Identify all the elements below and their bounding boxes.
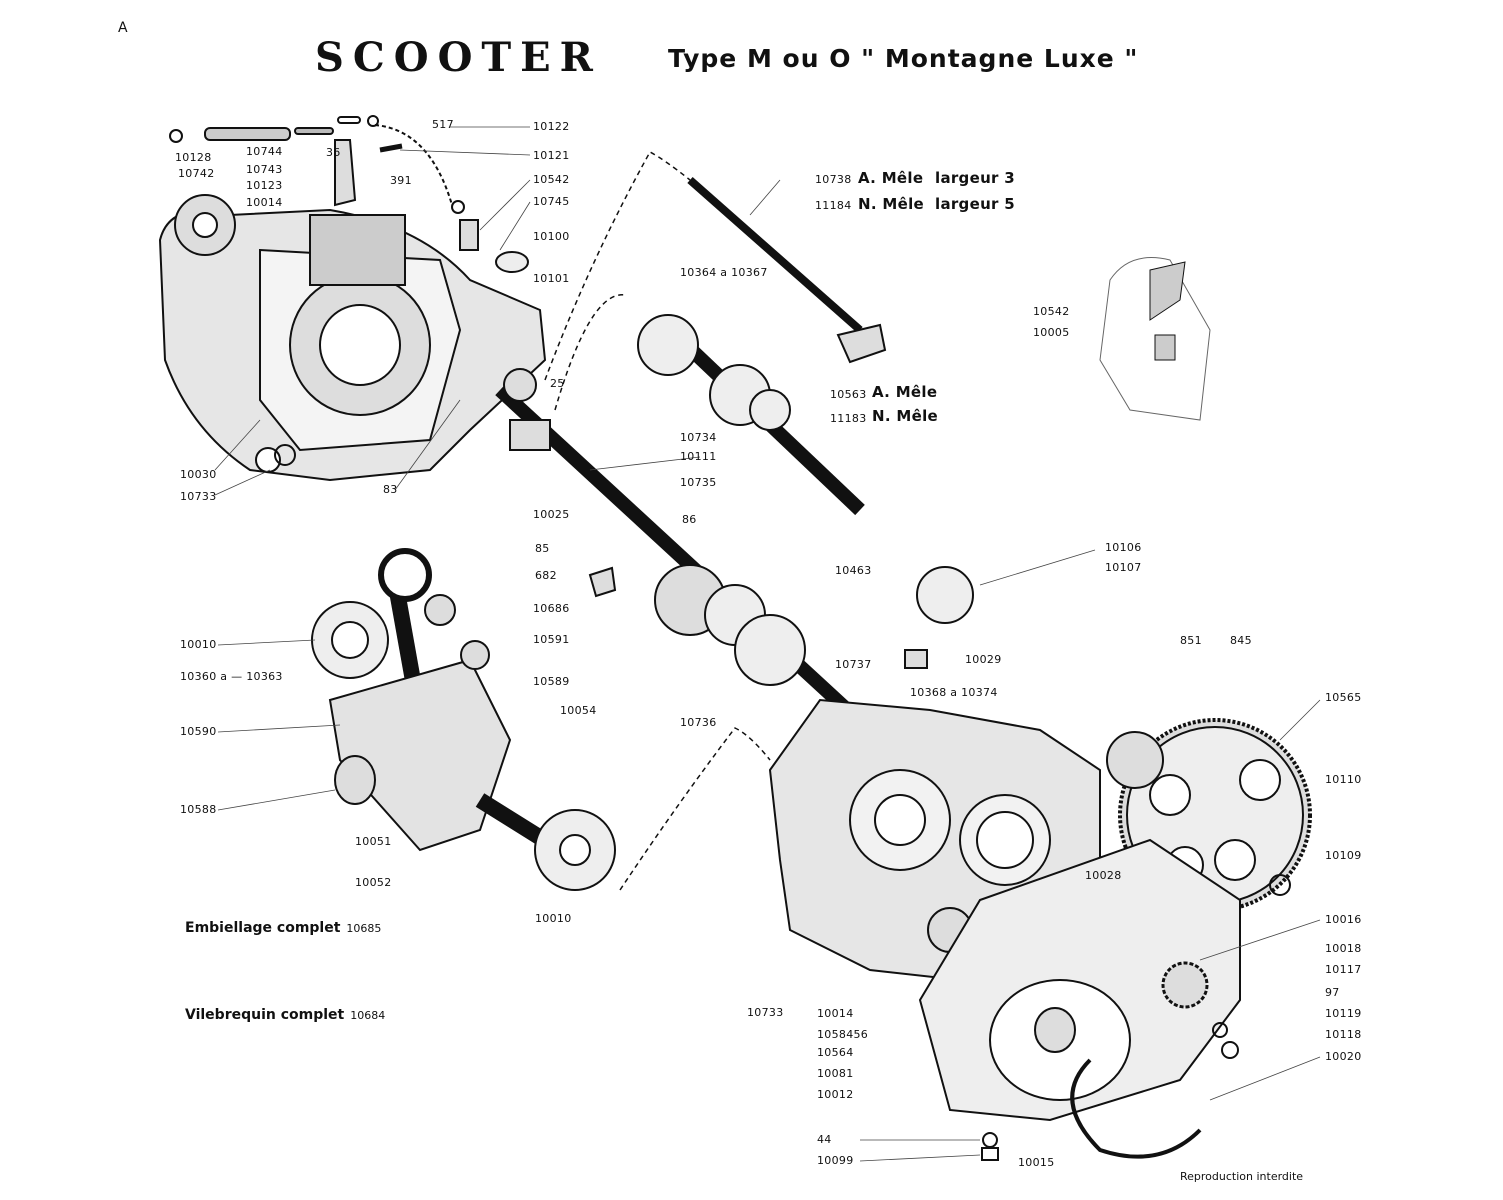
variant-width: largeur 3 [935,169,1016,187]
part-number-label: 10591 [533,633,570,646]
part-number-label: 10106 [1105,541,1142,554]
part-number-label: 86 [682,513,697,526]
part-number-label: 10735 [680,476,717,489]
left-crankcase-half [158,194,547,482]
part-number-label: 10743 [246,163,283,176]
part-number-label: 10012 [817,1088,854,1101]
part-number-label: 10122 [533,120,570,133]
part-number-label: 10589 [533,675,570,688]
caption-ref: 10684 [350,1009,386,1022]
detail-inset [1099,257,1211,421]
part-number-label: 10051 [355,835,392,848]
part-number-label: 10030 [180,468,217,481]
part-number-label: 10738 [815,173,852,186]
part-number-label: 10054 [560,704,597,717]
part-number-label: 845 [1230,634,1252,647]
part-number-label: 10564 [817,1046,854,1059]
part-number-label: 10010 [535,912,572,925]
part-number-label: 10111 [680,450,717,463]
part-number-label: 11183 [830,412,867,425]
part-number-label: 10100 [533,230,570,243]
variant-label: N. Mêle [858,195,924,213]
page-marker: A [118,20,128,36]
part-number-label: 10110 [1325,773,1362,786]
part-number-label: 10081 [817,1067,854,1080]
part-number-label: 682 [535,569,557,582]
part-number-label: 10463 [835,564,872,577]
variant-label: A. Mêle [872,383,938,401]
part-number-label: 10745 [533,195,570,208]
part-number-label: 10025 [533,508,570,521]
part-number-label: 10121 [533,149,570,162]
part-number-label: 10016 [1325,913,1362,926]
part-number-label: 10029 [965,653,1002,666]
part-number-label: 10733 [747,1006,784,1019]
part-number-label: 10005 [1033,326,1070,339]
part-number-label: 85 [535,542,550,555]
part-number-label: 10118 [1325,1028,1362,1041]
part-number-label: 10028 [1085,869,1122,882]
variant-width: largeur 5 [935,195,1016,213]
part-number-label: 10734 [680,431,717,444]
variant-label: N. Mêle [872,407,938,425]
part-number-label: 10101 [533,272,570,285]
part-number-label: 10588 [180,803,217,816]
part-number-label: 10014 [817,1007,854,1020]
part-number-label: 391 [390,174,412,187]
part-number-label: 83 [383,483,398,496]
kickstart-shaft [687,177,887,364]
leader-lines [214,126,1321,1162]
right-crankcase-half [768,698,1101,982]
part-number-label: 10015 [1018,1156,1055,1169]
page-subtitle: Type M ou O " Montagne Luxe " [668,44,1139,73]
part-number-label: 10128 [175,151,212,164]
part-number-label: 10737 [835,658,872,671]
part-number-label: 10364 a 10367 [680,266,768,279]
part-number-label: 25 [550,377,565,390]
part-number-label: 36 [326,146,341,159]
part-number-label: 851 [1180,634,1202,647]
part-number-label: 10010 [180,638,217,651]
side-cover [918,838,1241,1161]
part-number-label: 1058456 [817,1028,869,1041]
caption-label: Vilebrequin complet [185,1007,345,1023]
part-number-label: 10107 [1105,561,1142,574]
reproduction-notice: Reproduction interdite [1180,1170,1304,1183]
part-number-label: 10744 [246,145,283,158]
part-number-label: 10099 [817,1154,854,1167]
part-number-label: 10018 [1325,942,1362,955]
part-number-label: 10020 [1325,1050,1362,1063]
part-number-label: 44 [817,1133,832,1146]
part-number-label: 10542 [533,173,570,186]
part-number-label: 10542 [1033,305,1070,318]
part-number-label: 10368 a 10374 [910,686,998,699]
part-number-label: 10014 [246,196,283,209]
variant-label: A. Mêle [858,169,924,187]
part-number-label: 10052 [355,876,392,889]
caption-embiellage: Embiellage complet 10685 [185,920,381,936]
part-number-label: 517 [432,118,454,131]
part-number-label: 10360 a — 10363 [180,670,283,683]
gear-shaft [637,314,865,516]
part-number-label: 11184 [815,199,852,212]
part-number-label: 10565 [1325,691,1362,704]
part-number-label: 10742 [178,167,215,180]
caption-ref: 10685 [346,922,382,935]
crankshaft-assembly [311,548,616,891]
caption-label: Embiellage complet [185,920,341,936]
part-number-label: 10123 [246,179,283,192]
main-shaft [495,368,974,746]
part-number-label: 10733 [180,490,217,503]
part-number-label: 97 [1325,986,1340,999]
top-small-parts [169,115,529,273]
part-number-label: 10109 [1325,849,1362,862]
part-number-label: 10686 [533,602,570,615]
part-number-label: 10563 [830,388,867,401]
page-title: SCOOTER [315,34,602,81]
part-number-label: 10736 [680,716,717,729]
part-number-label: 10119 [1325,1007,1362,1020]
part-number-label: 10590 [180,725,217,738]
caption-vilebrequin: Vilebrequin complet 10684 [185,1007,385,1023]
part-number-label: 10117 [1325,963,1362,976]
